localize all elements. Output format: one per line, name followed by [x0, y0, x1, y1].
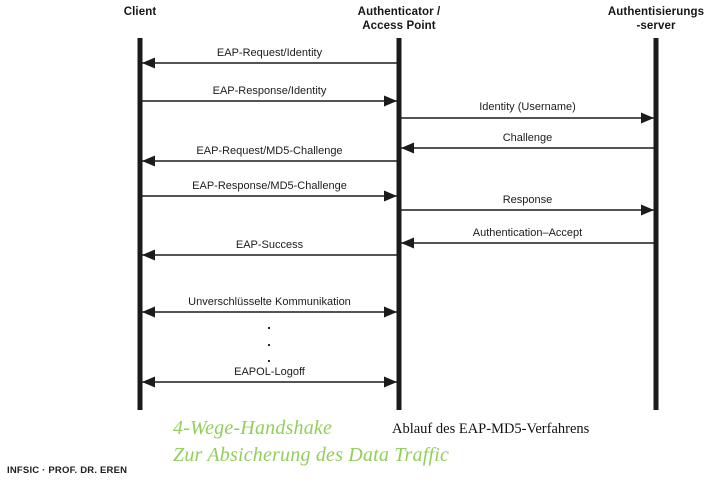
actor-label-authentication-server: Authentisierungs -server	[607, 6, 705, 32]
message-m6	[142, 190, 397, 202]
arrow-head	[142, 155, 155, 167]
lifeline-authenticator	[396, 38, 402, 410]
message-label-m8: Authentication–Accept	[472, 227, 583, 239]
message-label-m3: Identity (Username)	[479, 101, 576, 113]
message-label-m1: EAP-Request/Identity	[216, 47, 323, 59]
arrow-head	[384, 95, 397, 107]
message-m3	[401, 112, 654, 124]
message-label-m9: EAP-Success	[235, 239, 304, 251]
ellipsis-dot-2	[268, 344, 270, 346]
message-m1	[142, 57, 397, 69]
caption-four-way-handshake: 4-Wege-Handshake	[173, 417, 333, 439]
arrow-head	[142, 57, 155, 69]
arrow-head	[384, 190, 397, 202]
arrow-head	[384, 306, 397, 318]
actor-label-authenticator: Authenticator / Access Point	[357, 6, 441, 32]
message-label-m6: EAP-Response/MD5-Challenge	[192, 180, 347, 192]
arrow-head	[142, 306, 155, 318]
ellipsis-dot-3	[268, 360, 270, 362]
message-label-m5: EAP-Request/MD5-Challenge	[196, 145, 343, 157]
ellipsis-dot-1	[268, 327, 270, 329]
arrow-head	[641, 112, 654, 124]
arrow-head	[641, 204, 654, 216]
message-m7	[401, 204, 654, 216]
message-label-m10: Unverschlüsselte Kommunikation	[188, 296, 351, 308]
message-m4	[401, 142, 654, 154]
arrow-head	[401, 142, 414, 154]
message-m11	[142, 376, 397, 388]
caption-data-traffic-protection: Zur Absicherung des Data Traffic	[173, 444, 450, 466]
message-m9	[142, 249, 397, 261]
message-m5	[142, 155, 397, 167]
lifeline-client	[137, 38, 143, 410]
message-label-m7: Response	[502, 194, 553, 206]
footer-credit: INFSIC · PROF. DR. EREN	[7, 465, 128, 476]
message-label-m2: EAP-Response/Identity	[212, 85, 327, 97]
message-label-m4: Challenge	[502, 132, 553, 144]
message-m8	[401, 237, 654, 249]
caption-eap-md5-procedure: Ablauf des EAP-MD5-Verfahrens	[392, 421, 590, 437]
message-label-m11: EAPOL-Logoff	[234, 366, 305, 378]
message-m2	[142, 95, 397, 107]
arrow-head	[142, 249, 155, 261]
arrow-head	[142, 376, 155, 388]
arrow-head	[401, 237, 414, 249]
actor-label-client: Client	[123, 6, 157, 18]
arrow-head	[384, 376, 397, 388]
message-m10	[142, 306, 397, 318]
lifeline-auth-server	[653, 38, 659, 410]
